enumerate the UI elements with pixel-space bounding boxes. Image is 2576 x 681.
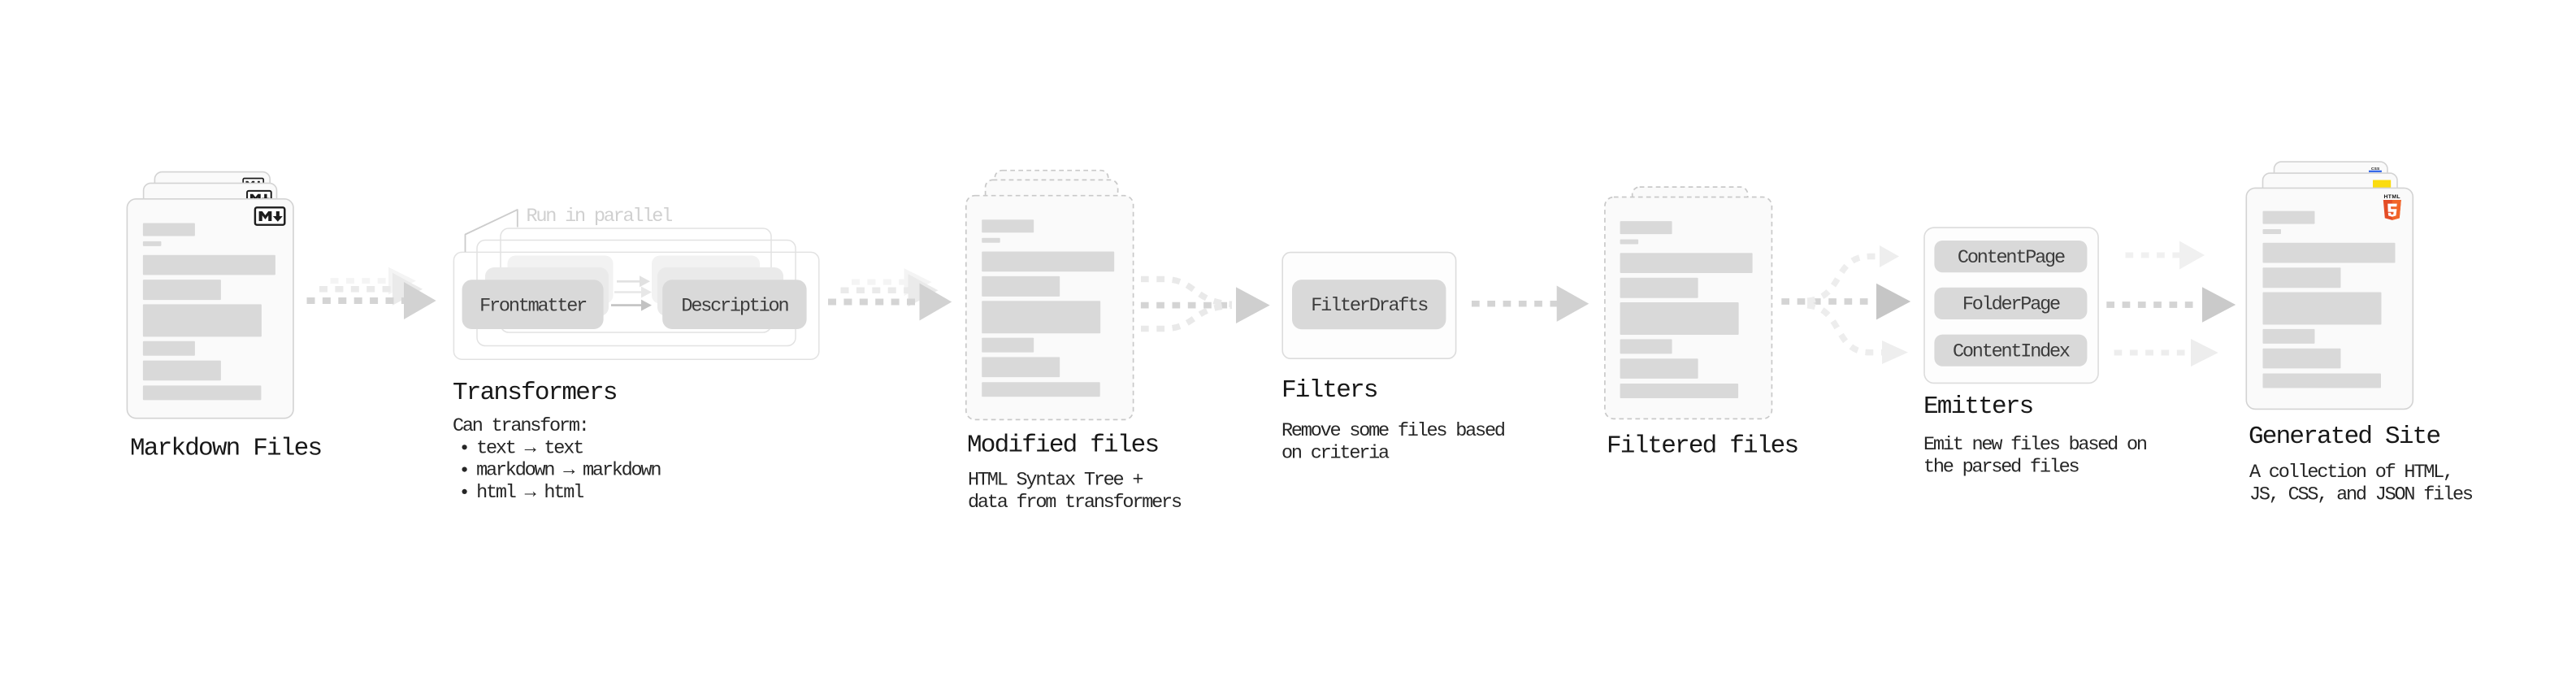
svg-text:JS, CSS, and JSON files: JS, CSS, and JSON files xyxy=(2249,484,2473,506)
svg-text:Filtered files: Filtered files xyxy=(1607,432,1798,461)
svg-text:HTML: HTML xyxy=(2383,194,2400,200)
svg-text:Description: Description xyxy=(681,296,788,318)
svg-text:Emit new files based on: Emit new files based on xyxy=(1923,434,2147,456)
svg-text:HTML Syntax Tree +: HTML Syntax Tree + xyxy=(968,470,1143,492)
svg-text:FilterDrafts: FilterDrafts xyxy=(1311,295,1428,317)
svg-text:Modified files: Modified files xyxy=(967,431,1158,459)
svg-text:Run in parallel: Run in parallel xyxy=(527,206,673,228)
svg-text:Generated Site: Generated Site xyxy=(2249,423,2439,451)
svg-text:Frontmatter: Frontmatter xyxy=(479,296,586,318)
svg-text:ContentPage: ContentPage xyxy=(1958,247,2065,269)
svg-text:ContentIndex: ContentIndex xyxy=(1953,340,2070,362)
svg-text:Transformers: Transformers xyxy=(453,379,617,407)
svg-text:html → html: html → html xyxy=(476,482,583,504)
svg-text:A collection of HTML,: A collection of HTML, xyxy=(2249,462,2452,484)
svg-text:Remove some files based: Remove some files based xyxy=(1281,420,1505,442)
svg-text:text → text: text → text xyxy=(476,437,583,459)
svg-text:markdown → markdown: markdown → markdown xyxy=(476,460,661,482)
svg-text:Filters: Filters xyxy=(1281,376,1377,405)
svg-text:FolderPage: FolderPage xyxy=(1962,294,2060,316)
svg-text:the parsed files: the parsed files xyxy=(1923,457,2079,479)
svg-text:on criteria: on criteria xyxy=(1281,443,1390,465)
svg-text:Emitters: Emitters xyxy=(1923,393,2033,421)
svg-text:Can transform:: Can transform: xyxy=(453,415,588,437)
svg-text:CSS: CSS xyxy=(2371,167,2380,171)
svg-text:data from transformers: data from transformers xyxy=(968,492,1182,514)
svg-text:Markdown Files: Markdown Files xyxy=(130,434,321,462)
